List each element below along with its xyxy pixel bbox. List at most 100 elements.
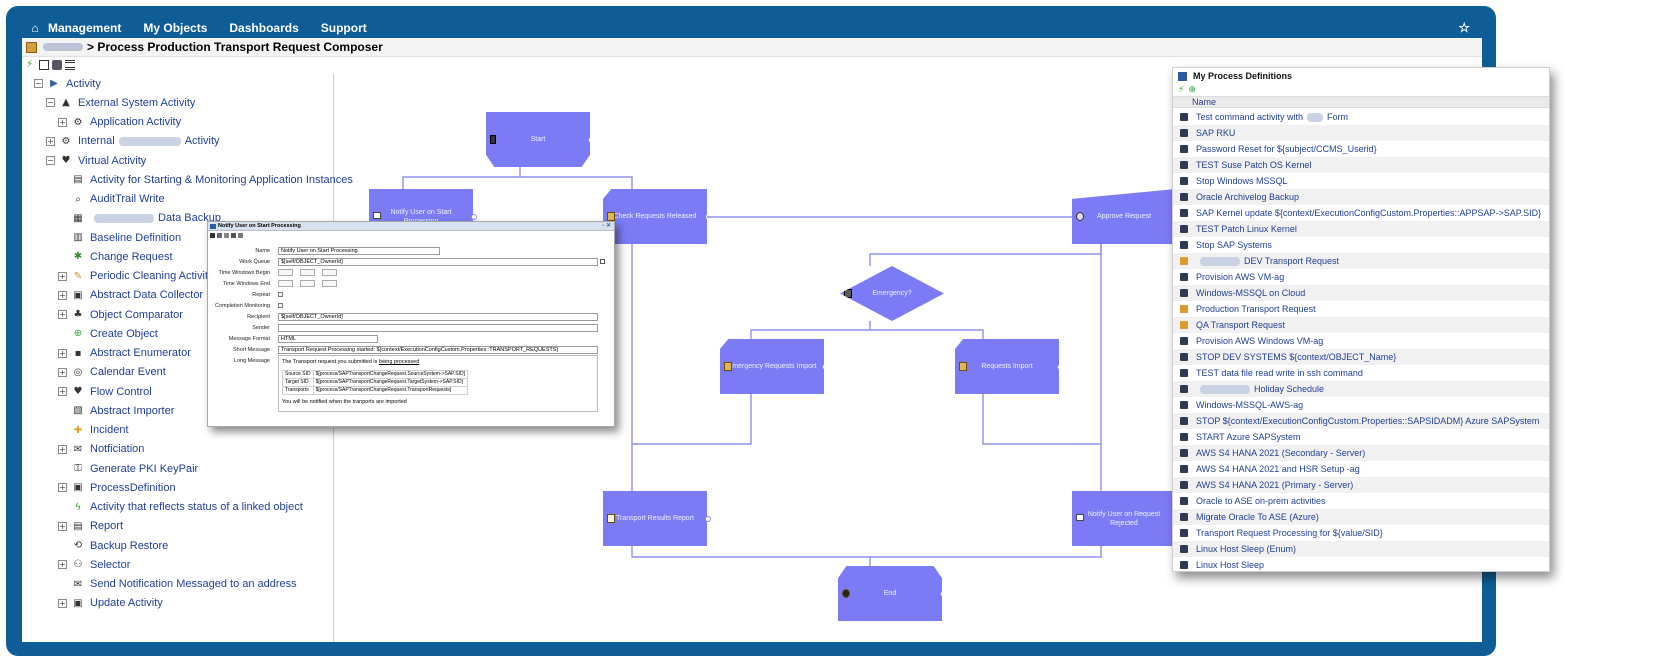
completion-checkbox[interactable] (278, 303, 283, 308)
refresh-icon[interactable]: ⚡ (26, 59, 34, 70)
process-canvas[interactable]: Start Notify User on Start Processing Ch… (335, 74, 1482, 642)
definition-row[interactable]: SAP Kernel update ${context/ExecutionCon… (1173, 205, 1549, 221)
delete-icon[interactable] (231, 233, 236, 238)
definition-row[interactable]: Stop SAP Systems (1173, 237, 1549, 253)
tree-item[interactable]: ⟲Backup Restore (58, 536, 168, 555)
print-icon[interactable] (238, 233, 243, 238)
definition-row[interactable]: TEST Patch Linux Kernel (1173, 221, 1549, 237)
tree-item[interactable]: ⚿Generate PKI KeyPair (58, 459, 198, 478)
definition-row[interactable]: Linux Host Sleep (Enum) (1173, 541, 1549, 557)
expand-toggle-icon[interactable]: + (58, 348, 67, 358)
recipient-field[interactable]: $[self/OBJECT_OwnerId] (278, 313, 598, 321)
definition-row[interactable]: AWS S4 HANA 2021 (Secondary - Server) (1173, 445, 1549, 461)
node-start[interactable]: Start (486, 112, 590, 167)
menu-my-objects[interactable]: My Objects (143, 21, 208, 35)
definition-row[interactable]: Production Transport Request (1173, 301, 1549, 317)
message-format-select[interactable]: HTML (278, 335, 378, 343)
tree-item[interactable]: +⚙Application Activity (58, 113, 181, 132)
node-port[interactable] (471, 213, 477, 220)
menu-support[interactable]: Support (320, 21, 367, 35)
definition-row[interactable]: AWS S4 HANA 2021 and HSR Setup -ag (1173, 461, 1549, 477)
tree-item[interactable]: ▥Baseline Definition (58, 228, 181, 247)
refresh-icon[interactable]: ⚡ (1178, 85, 1185, 95)
definition-row[interactable]: STOP ${context/ExecutionConfigCustom.Pro… (1173, 413, 1549, 429)
twe-minute-select[interactable] (300, 280, 315, 287)
tree-item[interactable]: +▣Abstract Data Collector (58, 286, 203, 305)
tree-item[interactable]: ▦Data Backup (58, 209, 221, 228)
expand-toggle-icon[interactable]: + (46, 136, 55, 146)
tree-item[interactable]: +▤Report (58, 517, 123, 536)
node-end[interactable]: End (838, 566, 942, 621)
copy-icon[interactable] (217, 233, 222, 238)
node-port[interactable] (822, 363, 824, 370)
node-port[interactable] (588, 136, 590, 143)
node-check-requests[interactable]: Check Requests Released (603, 189, 707, 244)
twb-minute-select[interactable] (300, 269, 315, 276)
definition-row[interactable]: STOP DEV SYSTEMS ${context/OBJECT_Name} (1173, 349, 1549, 365)
definition-row[interactable]: Oracle to ASE on-prem activities (1173, 493, 1549, 509)
expand-toggle-icon[interactable]: + (58, 521, 67, 531)
menu-management[interactable]: Management (48, 21, 122, 35)
node-notify-rejected[interactable]: Notify User on Request Rejected (1072, 491, 1180, 546)
collapse-toggle-icon[interactable]: − (46, 98, 55, 108)
short-message-field[interactable]: Transport Request Processing started: ${… (278, 346, 598, 354)
tree-item[interactable]: ⌕AuditTrail Write (58, 190, 164, 209)
tree-item[interactable]: +▣ProcessDefinition (58, 478, 176, 497)
edit-icon[interactable] (52, 60, 62, 70)
save-icon[interactable] (210, 233, 215, 238)
expand-toggle-icon[interactable]: + (58, 271, 67, 281)
dialog-titlebar[interactable]: Notify User on Start Processing ▫ ✕ (208, 222, 614, 231)
document-icon[interactable] (39, 60, 49, 70)
home-icon[interactable]: ⌂ (31, 21, 39, 35)
layers-icon[interactable] (65, 60, 75, 70)
twb-day-select[interactable] (322, 269, 337, 276)
node-requests-import[interactable]: Requests Import (955, 339, 1059, 394)
tree-item[interactable]: +✉Notficiation (58, 440, 144, 459)
menu-dashboards[interactable]: Dashboards (229, 21, 299, 35)
column-header-name[interactable]: Name (1173, 96, 1549, 108)
expand-toggle-icon[interactable]: + (58, 117, 67, 127)
expand-toggle-icon[interactable]: + (58, 483, 67, 493)
expand-toggle-icon[interactable]: + (58, 387, 67, 396)
definition-row[interactable]: Migrate Oracle To ASE (Azure) (1173, 509, 1549, 525)
definition-row[interactable]: Oracle Archivelog Backup (1173, 189, 1549, 205)
tree-item[interactable]: ▧Abstract Importer (58, 401, 174, 420)
tree-item[interactable]: +⚇Selector (58, 555, 130, 574)
definition-row[interactable]: Stop Windows MSSQL (1173, 173, 1549, 189)
work-queue-field[interactable]: $[self/OBJECT_OwnerId] (278, 258, 598, 266)
tree-item[interactable]: ✚Incident (58, 421, 129, 440)
node-emergency-import[interactable]: Emergency Requests Import (720, 339, 824, 394)
definition-row[interactable]: TEST data file read write in ssh command (1173, 365, 1549, 381)
tree-item[interactable]: ⊕Create Object (58, 324, 158, 343)
add-icon[interactable]: ⊕ (1188, 85, 1196, 95)
twe-day-select[interactable] (322, 280, 337, 287)
tree-item[interactable]: ▤Activity for Starting & Monitoring Appl… (58, 170, 353, 189)
definition-row[interactable]: START Azure SAPSystem (1173, 429, 1549, 445)
definition-row[interactable]: Provision AWS VM-ag (1173, 269, 1549, 285)
redacted-crumb[interactable] (43, 43, 83, 51)
definition-row[interactable]: AWS S4 HANA 2021 (Primary - Server) (1173, 477, 1549, 493)
definition-row[interactable]: Windows-MSSQL-AWS-ag (1173, 397, 1549, 413)
expand-toggle-icon[interactable]: + (58, 290, 67, 300)
twb-hour-select[interactable] (278, 269, 293, 276)
expand-toggle-icon[interactable]: + (58, 598, 67, 608)
tree-item[interactable]: −♥Virtual Activity (46, 151, 146, 170)
sender-field[interactable] (278, 324, 598, 332)
tree-item[interactable]: +▣Update Activity (58, 594, 163, 613)
definition-row[interactable]: Password Reset for ${subject/CCMS_Userid… (1173, 141, 1549, 157)
expand-toggle-icon[interactable]: + (58, 310, 67, 319)
tree-item[interactable]: −▶Activity (34, 74, 101, 93)
definition-row[interactable]: DEV Transport Request (1173, 253, 1549, 269)
close-icon[interactable]: ▫ ✕ (602, 223, 611, 229)
favorite-star-icon[interactable]: ☆ (1458, 20, 1470, 35)
node-approve-request[interactable]: Approve Request (1072, 189, 1176, 244)
node-port[interactable] (705, 213, 707, 220)
tree-item[interactable]: +♥Flow Control (58, 382, 152, 401)
collapse-toggle-icon[interactable]: − (46, 156, 55, 165)
tree-item[interactable]: +▪Abstract Enumerator (58, 344, 191, 363)
expand-toggle-icon[interactable]: + (58, 560, 67, 570)
definition-row[interactable]: TEST Suse Patch OS Kernel (1173, 157, 1549, 173)
